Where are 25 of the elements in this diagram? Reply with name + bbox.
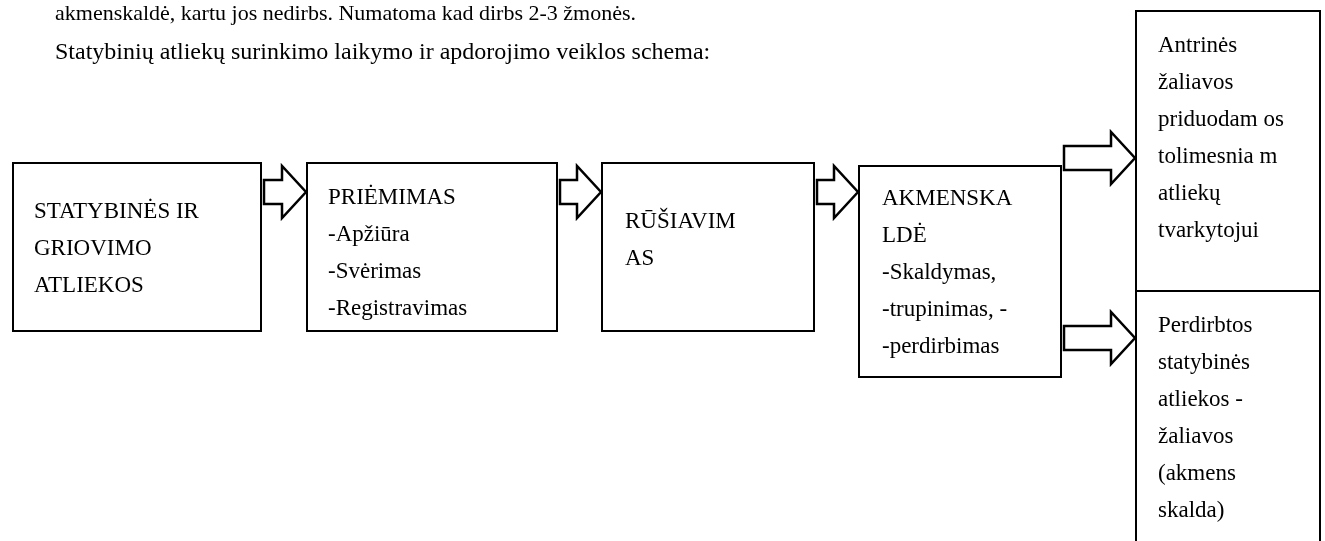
step-text: -Registravimas [328, 294, 469, 322]
block-arrow [558, 162, 603, 222]
process-box [1135, 10, 1321, 292]
step-text: -Skaldymas, [882, 258, 998, 286]
paragraph-text: akmenskaldė, kartu jos nedirbs. Numatoma kad dirbs 2-3 žmonės. [55, 0, 637, 26]
block-arrow [262, 162, 308, 222]
process-box [858, 165, 1062, 378]
box-title: Perdirbtos statybinės atliekos - žaliavos (akmens skalda) [1158, 311, 1254, 524]
box-title: RŪŠIAVIM AS [625, 206, 737, 272]
box-title: PRIĖMIMAS [328, 183, 457, 211]
block-arrow [1062, 128, 1137, 188]
box-title: Antrinės žaliavos priduodam os tolimesnia m atliekų tvarkytojui [1158, 31, 1285, 244]
step-text: -perdirbimas [882, 332, 1001, 360]
step-text: -Apžiūra [328, 220, 411, 248]
step-text: -Svėrimas [328, 257, 423, 285]
process-box [12, 162, 262, 332]
process-box [1135, 290, 1321, 541]
step-text: -trupinimas, - [882, 295, 1009, 323]
process-box [601, 162, 815, 332]
block-arrow [1062, 308, 1137, 368]
box-title: AKMENSKA LDĖ [882, 184, 1013, 249]
block-arrow [815, 162, 860, 222]
box-title: STATYBINĖS IR GRIOVIMO ATLIEKOS [34, 196, 200, 299]
process-box [306, 162, 558, 332]
schema-heading: Statybinių atliekų surinkimo laikymo ir apdorojimo veiklos schema: [55, 37, 711, 66]
